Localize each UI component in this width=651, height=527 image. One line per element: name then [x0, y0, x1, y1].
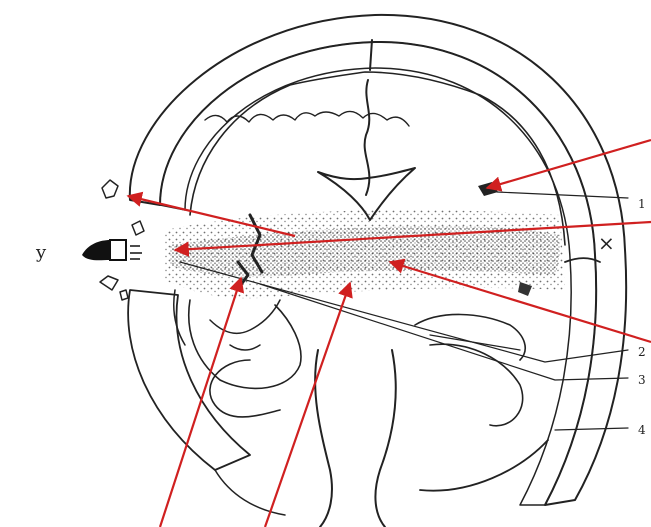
label-4: 4	[638, 423, 646, 437]
annotation-arrows	[128, 140, 651, 527]
arrow-upper-right	[487, 140, 651, 188]
bullet-icon	[82, 240, 142, 260]
track-periphery	[165, 210, 565, 298]
label-x: ×	[598, 231, 615, 255]
arrow-cavity	[265, 283, 350, 527]
label-2: 2	[638, 345, 646, 359]
label-3: 3	[638, 373, 646, 387]
brainstem	[315, 350, 396, 527]
falx	[365, 40, 372, 195]
label-y: y	[35, 242, 47, 263]
label-1: 1	[638, 197, 646, 211]
arrow-hemorrhage	[160, 278, 241, 527]
